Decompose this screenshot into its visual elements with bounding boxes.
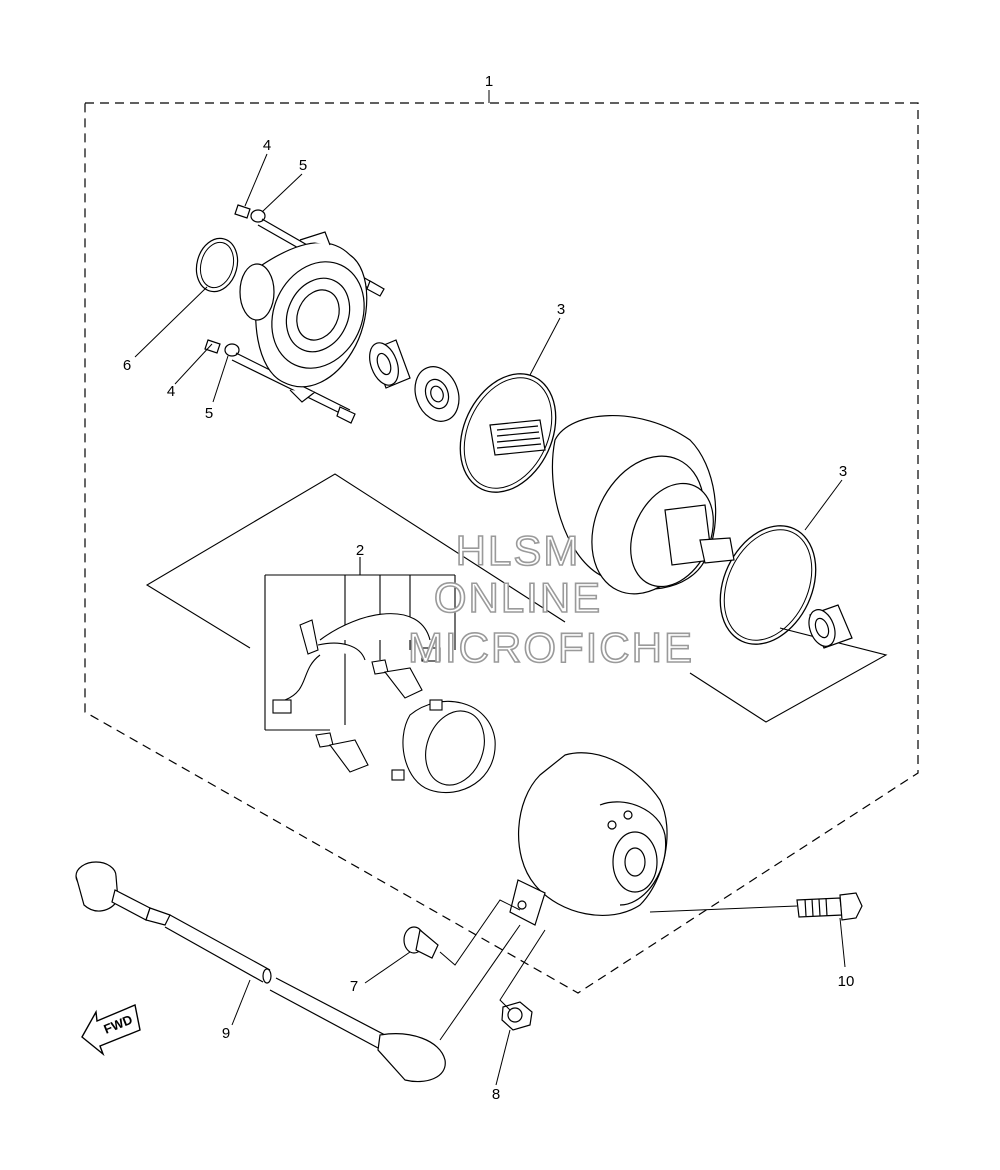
watermark: HLSM ONLINE MICROFICHE — [407, 526, 694, 672]
leader-lines — [134, 153, 846, 1086]
oil-seal — [414, 366, 460, 422]
callout-6: 6 — [123, 357, 131, 374]
callout-7: 7 — [350, 978, 358, 995]
watermark-line-3: MICROFICHE — [408, 624, 694, 671]
callout-10: 10 — [838, 973, 855, 990]
armature-yoke — [489, 415, 735, 595]
o-ring-3-front — [459, 373, 557, 493]
callout-5-lower: 5 — [205, 405, 213, 422]
brush-holder — [272, 613, 496, 794]
connection-lines — [439, 899, 798, 1041]
o-ring-6 — [195, 237, 239, 293]
callout-2: 2 — [356, 542, 364, 559]
starter-cable — [75, 861, 446, 1083]
bushing — [808, 604, 853, 649]
callout-labels: 1 2 3 3 4 4 5 5 6 7 8 9 10 — [123, 73, 855, 1103]
callout-5-upper: 5 — [299, 157, 307, 174]
callout-4-upper: 4 — [263, 137, 271, 154]
o-ring-3-rear — [719, 525, 817, 645]
bolt-10 — [796, 892, 863, 921]
callout-1: 1 — [485, 73, 493, 90]
screw-7 — [403, 926, 439, 959]
bearing — [369, 339, 411, 389]
front-cover — [204, 204, 385, 424]
callout-9: 9 — [222, 1025, 230, 1042]
callout-8: 8 — [492, 1086, 500, 1103]
callout-3-front: 3 — [557, 301, 565, 318]
assembly-1-boundary — [84, 102, 919, 994]
callout-4-lower: 4 — [167, 383, 175, 400]
fwd-arrow-icon: FWD — [81, 1004, 141, 1057]
watermark-line-2: ONLINE — [434, 574, 602, 621]
watermark-line-1: HLSM — [456, 527, 581, 574]
rear-cover — [509, 752, 668, 926]
callout-3-rear: 3 — [839, 463, 847, 480]
